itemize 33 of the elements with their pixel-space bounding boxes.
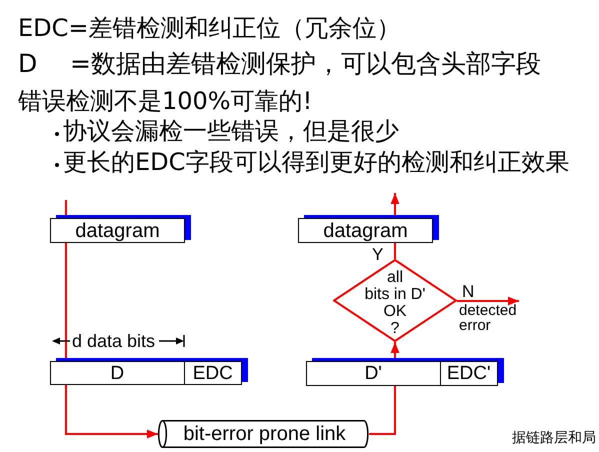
link-label: bit-error prone link [183,424,346,444]
frame-box [306,358,504,386]
datagram-box [298,215,439,243]
datagram-box [50,215,191,243]
connector-line [65,243,67,358]
field-label: D' [364,364,382,383]
outcome-label: detected error [459,301,519,333]
definition-text: =数据由差错检测保护，可以包含头部字段 [70,49,541,79]
box-label: datagram [323,220,408,240]
note-text: 错误检测不是100%可靠的! [18,86,312,116]
bullet-text: 协议会漏检一些错误，但是很少 [63,116,399,146]
frame-box [50,358,248,385]
decision-text: all bits in D' OK ? [364,268,426,336]
box-label: datagram [75,220,160,240]
edge-label: Y [372,246,384,263]
field-label: D [110,364,124,382]
definition-term: D [18,49,38,79]
bullet-text: 更长的EDC字段可以得到更好的检测和纠正效果 [63,148,570,176]
arrow [390,342,400,358]
connector-line [65,200,67,215]
footer-text: 据链路层和局 [512,430,596,447]
arrow [457,296,519,306]
dimension-label: d data bits [72,330,156,352]
arrow [390,193,400,215]
field-label: EDC [192,364,233,382]
arrow [65,385,158,438]
link-cylinder [158,420,369,448]
decision-diamond [333,259,457,342]
field-label: EDC' [446,364,491,383]
definition-text: EDC=差错检测和纠正位（冗余位） [18,14,401,42]
connector-line [394,243,396,259]
edge-label: N [462,283,474,300]
connector-line [369,386,396,435]
